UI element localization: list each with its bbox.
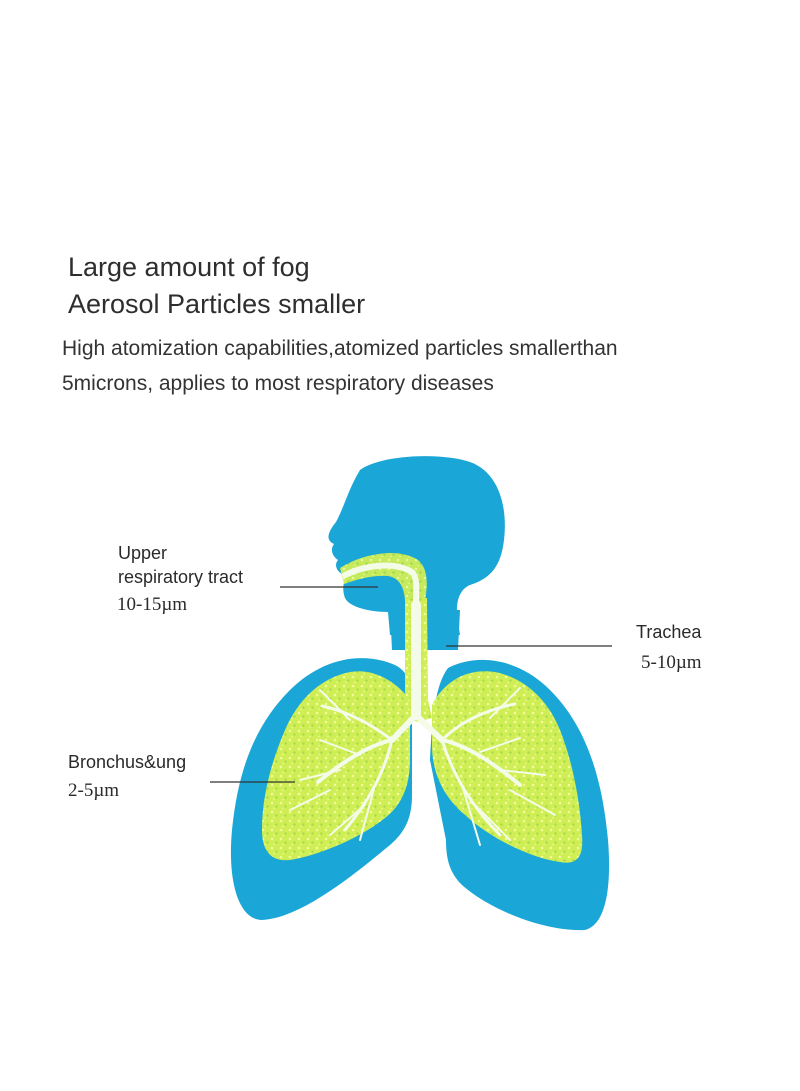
head-silhouette (328, 456, 505, 635)
trachea-size: 5-10µm (641, 652, 702, 673)
description-line-1: High atomization capabilities,atomized p… (62, 337, 618, 360)
airway-branches (289, 562, 556, 846)
bronchus-size: 2-5µm (68, 780, 120, 801)
headline-line-1: Large amount of fog (68, 252, 310, 282)
upper-respiratory-label: Upper respiratory tract (118, 541, 243, 589)
oral-aerosol (340, 553, 427, 600)
description-line-2: 5microns, applies to most respiratory di… (62, 372, 494, 395)
upper-label-line-2: respiratory tract (118, 567, 244, 587)
bronchus-label: Bronchus&ung (68, 752, 187, 772)
headline-line-2: Aerosol Particles smaller (68, 289, 366, 319)
upper-respiratory-size: 10-15µm (117, 594, 188, 615)
upper-label-line-1: Upper (118, 543, 168, 563)
trachea-label: Trachea (636, 622, 702, 642)
